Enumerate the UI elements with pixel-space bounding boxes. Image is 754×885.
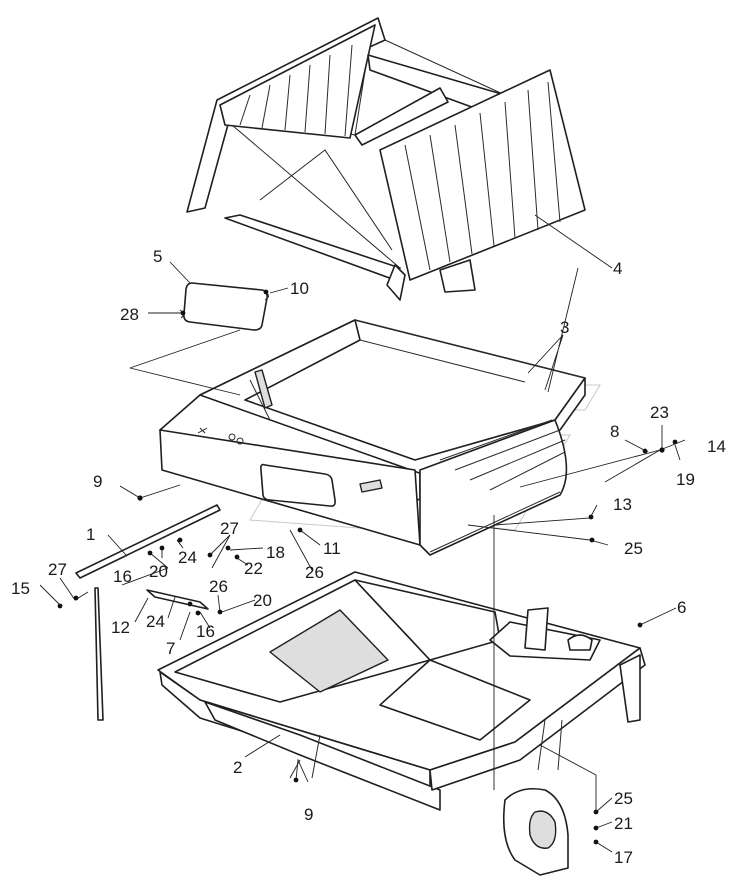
- callout-18: 18: [266, 543, 285, 562]
- callout-12: 12: [111, 618, 130, 637]
- callout-10: 10: [290, 279, 309, 298]
- callout-9-top: 9: [93, 472, 102, 491]
- callout-25-mid: 25: [624, 539, 643, 558]
- upper-hopper-box: [159, 319, 586, 556]
- callout-24-lower: 24: [146, 612, 165, 631]
- callout-27-left: 27: [48, 560, 67, 579]
- callout-13: 13: [613, 495, 632, 514]
- lower-hopper: [157, 571, 646, 876]
- callout-23: 23: [650, 403, 669, 422]
- callout-9-bottom: 9: [304, 805, 313, 824]
- callout-22: 22: [244, 559, 263, 578]
- callout-7: 7: [166, 639, 175, 658]
- callout-27-mid: 27: [220, 519, 239, 538]
- callout-17: 17: [614, 848, 633, 867]
- callout-8: 8: [610, 422, 619, 441]
- callout-16-upper: 16: [113, 567, 132, 586]
- callout-2: 2: [233, 758, 242, 777]
- callout-3: 3: [560, 318, 569, 337]
- callout-25-bottom: 25: [614, 789, 633, 808]
- callout-15: 15: [11, 579, 30, 598]
- callout-labels: 4 5 10 28 3 8 23 14 19 9 13 25 1 27 24 2…: [11, 247, 726, 867]
- callout-20-upper: 20: [149, 562, 168, 581]
- support-rod: [75, 504, 221, 721]
- callout-4: 4: [613, 259, 622, 278]
- callout-5: 5: [153, 247, 162, 266]
- callout-24-upper: 24: [178, 548, 197, 567]
- callout-21: 21: [614, 814, 633, 833]
- callout-11: 11: [323, 539, 341, 558]
- callout-26-lower: 26: [209, 577, 228, 596]
- callout-28: 28: [120, 305, 139, 324]
- lid-assembly: [186, 17, 586, 301]
- callout-16-lower: 16: [196, 622, 215, 641]
- fastener-dots: [57, 289, 678, 845]
- callout-14: 14: [707, 437, 726, 456]
- callout-19: 19: [676, 470, 695, 489]
- callout-6: 6: [677, 598, 686, 617]
- plate-bracket: [146, 589, 209, 610]
- callout-20-lower: 20: [253, 591, 272, 610]
- window-panel: [179, 282, 269, 331]
- callout-26-upper: 26: [305, 563, 324, 582]
- callout-1: 1: [86, 525, 95, 544]
